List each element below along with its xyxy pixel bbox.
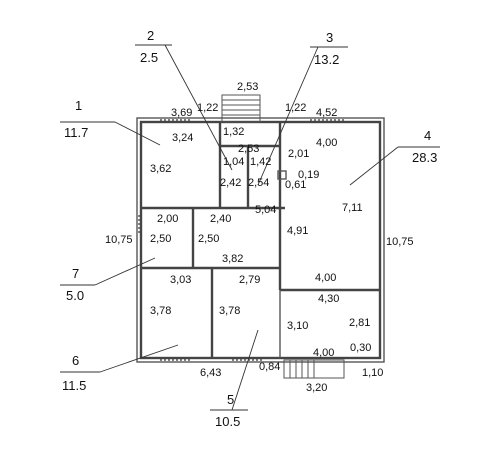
windows: [138, 119, 345, 361]
dim-r4-inner: 4,91: [287, 225, 308, 237]
dim-r2-width: 1,04: [223, 156, 244, 168]
dim-r3-depth: 2,54: [248, 177, 269, 189]
dim-bottom-stair: 3,20: [306, 382, 327, 394]
dim-r7-width: 2,00: [157, 213, 178, 225]
dim-terrace-depth: 3,10: [287, 320, 308, 332]
dim-niche-width: 0,61: [285, 179, 306, 191]
room-6-number: 6: [72, 353, 79, 368]
dim-r6-depth: 3,78: [150, 305, 171, 317]
dim-top-right-run: 4,52: [316, 107, 337, 119]
room-7-area: 5.0: [66, 288, 84, 303]
dim-r3-long: 5,04: [255, 204, 276, 216]
dim-r6-width: 3,03: [170, 274, 191, 286]
dim-terrace-width: 4,30: [318, 293, 339, 305]
dim-stair-core-inner: 2,53: [238, 143, 259, 155]
room-2-number: 2: [147, 28, 154, 43]
dim-terrace-bottom: 4,00: [313, 347, 334, 359]
dim-r3-width: 1,42: [250, 156, 271, 168]
dim-top-mid-right: 1,22: [285, 102, 306, 114]
room-5-area: 10.5: [215, 414, 240, 429]
interior-walls: [141, 122, 380, 358]
room-4-number: 4: [424, 128, 431, 143]
dim-hall-depth: 2,50: [198, 233, 219, 245]
room-3-number: 3: [326, 30, 333, 45]
dim-r7-depth: 2,50: [150, 233, 171, 245]
room-7-number: 7: [72, 266, 79, 281]
dim-r2-depth: 2,42: [220, 177, 241, 189]
dim-terrace-side: 2,81: [349, 317, 370, 329]
dim-hall-top: 2,40: [210, 213, 231, 225]
dim-hall-bottom: 3,82: [222, 253, 243, 265]
dim-r4-bottom: 4,00: [315, 272, 336, 284]
dim-right-total: 10,75: [386, 236, 414, 248]
dim-niche-depth: 0,19: [298, 169, 319, 181]
bottom-stairs: [283, 359, 345, 379]
dim-r1-depth: 3,62: [150, 163, 171, 175]
dimension-labels: 2,53 3,69 1,22 1,22 4,52 3,24 3,62 1,32 …: [105, 81, 414, 394]
dim-left-total: 10,75: [105, 234, 133, 246]
dim-terrace-step: 0,30: [350, 342, 371, 354]
dim-top-stair-width: 2,53: [237, 81, 258, 93]
dim-r4-top: 4,00: [316, 137, 337, 149]
room-3-area: 13.2: [314, 52, 339, 67]
top-stairs: [221, 94, 261, 123]
room-1-area: 11.7: [64, 125, 88, 140]
dim-r1-width: 3,24: [172, 132, 193, 144]
dim-r3-side: 2,01: [288, 148, 309, 160]
dim-bottom-left: 6,43: [200, 367, 221, 379]
dim-stair-core-width: 1,32: [223, 126, 244, 138]
dim-r5-depth: 3,78: [219, 305, 240, 317]
dim-r5-width: 2,79: [239, 274, 260, 286]
dim-bottom-gap: 0,84: [259, 361, 280, 373]
room-5-number: 5: [227, 392, 234, 407]
room-6-area: 11.5: [62, 378, 86, 393]
outer-walls: [136, 117, 385, 363]
room-callouts: 1 11.7 2 2.5 3 13.2 4 28.3 7 5.0 6 11.5 …: [62, 28, 437, 429]
dim-bottom-stair-depth: 1,10: [362, 367, 383, 379]
dim-top-mid-left: 1,22: [197, 102, 218, 114]
room-1-number: 1: [75, 98, 82, 113]
dim-r4-depth: 7,11: [342, 202, 363, 214]
dim-top-left-run: 3,69: [171, 107, 192, 119]
room-4-area: 28.3: [412, 150, 437, 165]
leader-lines: [60, 44, 440, 411]
room-2-area: 2.5: [140, 50, 158, 65]
